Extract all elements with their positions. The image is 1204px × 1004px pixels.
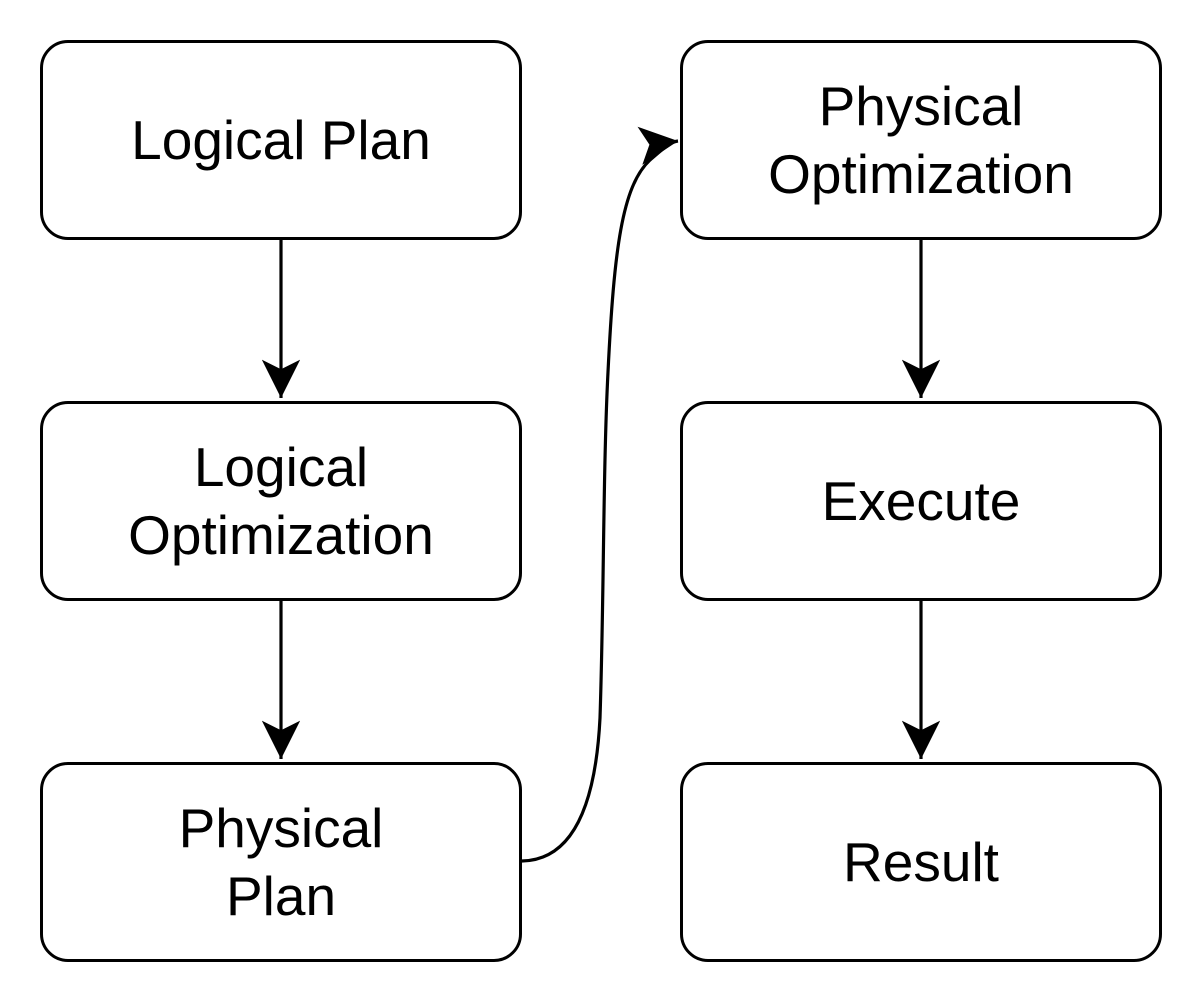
node-logical-optimization-label: Logical Optimization (128, 436, 434, 566)
node-logical-plan: Logical Plan (40, 40, 522, 240)
arrow-physical-plan-to-physical-optimization (521, 126, 679, 863)
node-physical-plan-label: Physical Plan (178, 797, 384, 927)
node-execute: Execute (680, 401, 1162, 601)
node-result: Result (680, 762, 1162, 962)
node-physical-optimization-label: Physical Optimization (768, 75, 1074, 205)
node-logical-plan-label: Logical Plan (131, 109, 431, 171)
node-logical-optimization: Logical Optimization (40, 401, 522, 601)
node-physical-optimization: Physical Optimization (680, 40, 1162, 240)
node-execute-label: Execute (821, 470, 1021, 532)
node-result-label: Result (843, 831, 999, 893)
node-physical-plan: Physical Plan (40, 762, 522, 962)
